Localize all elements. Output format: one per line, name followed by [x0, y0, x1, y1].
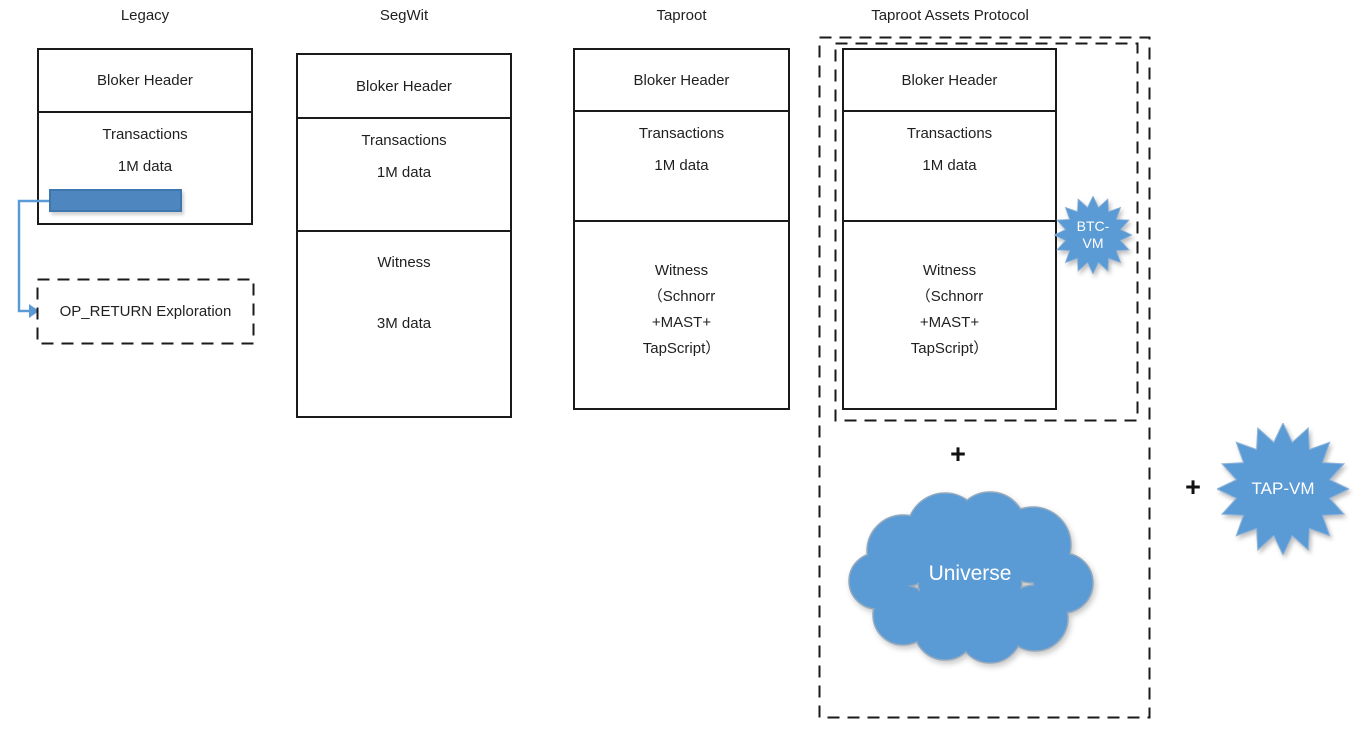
column-title-taproot: Taproot: [656, 7, 707, 24]
segwit-transactions-section: Transactions 1M data: [298, 119, 510, 232]
plus-sign-tap-vm: +: [1185, 472, 1201, 502]
op-return-box: OP_RETURN Exploration: [36, 278, 255, 345]
starburst-icon: [1217, 423, 1349, 555]
segwit-transactions-label: Transactions: [361, 132, 447, 149]
taproot-transactions-label: Transactions: [638, 125, 725, 142]
universe-label: Universe: [928, 562, 1012, 585]
tap-transactions-size: 1M data: [922, 157, 977, 174]
tap-transactions-label: Transactions: [906, 125, 993, 142]
segwit-block-header-section: Bloker Header: [298, 55, 510, 119]
op-return-box-dashed-border: [36, 278, 255, 345]
segwit-witness-size: 3M data: [376, 315, 432, 332]
segwit-block: Bloker Header Transactions 1M data Witne…: [296, 53, 512, 418]
segwit-transactions-size: 1M data: [376, 164, 432, 181]
tap-vm-starburst: TAP-VM: [1217, 423, 1349, 555]
universe-cloud: Universe: [845, 483, 1095, 665]
taproot-transactions-size: 1M data: [654, 157, 709, 174]
segwit-witness-section: Witness 3M data: [298, 232, 510, 416]
btc-vm-starburst: BTC- VM: [1054, 196, 1132, 274]
tap-outer-dashed-boundary: [818, 36, 1151, 719]
plus-sign-universe: +: [950, 439, 966, 469]
tap-witness-section: Witness （Schnorr +MAST+ TapScript）: [844, 222, 1055, 408]
tap-witness-line3: +MAST+: [919, 314, 980, 331]
segwit-witness-label: Witness: [377, 254, 431, 271]
taproot-witness-line1: Witness: [654, 262, 709, 279]
tap-block-header-label: Bloker Header: [901, 71, 998, 89]
tap-transactions-section: Transactions 1M data: [844, 112, 1055, 222]
legacy-block-header-section: Bloker Header: [39, 50, 251, 113]
taproot-transactions-section: Transactions 1M data: [575, 112, 788, 222]
tap-block-header-section: Bloker Header: [844, 50, 1055, 112]
taproot-witness-section: Witness （Schnorr +MAST+ TapScript）: [575, 222, 788, 408]
op-return-arrow-connector: [17, 199, 49, 318]
tap-block: Bloker Header Transactions 1M data Witne…: [842, 48, 1057, 410]
tap-witness-line1: Witness: [922, 262, 977, 279]
taproot-witness-line4: TapScript）: [642, 340, 721, 357]
btc-vm-label-line2: VM: [1082, 235, 1104, 251]
segwit-block-header-label: Bloker Header: [356, 77, 452, 95]
column-title-tap-protocol: Taproot Assets Protocol: [871, 7, 1029, 24]
legacy-block-header-label: Bloker Header: [97, 72, 193, 89]
tap-inner-dashed-boundary: [834, 42, 1139, 422]
taproot-block: Bloker Header Transactions 1M data Witne…: [573, 48, 790, 410]
btc-vm-label-line1: BTC-: [1076, 218, 1110, 234]
taproot-block-header-label: Bloker Header: [633, 71, 730, 89]
op-return-data-bar: [49, 189, 182, 212]
starburst-icon: [1054, 196, 1132, 274]
btc-vm-label: BTC- VM: [1054, 196, 1132, 274]
taproot-witness-line3: +MAST+: [651, 314, 712, 331]
op-return-label: OP_RETURN Exploration: [59, 303, 232, 320]
tap-witness-line2: （Schnorr: [915, 288, 984, 305]
taproot-block-header-section: Bloker Header: [575, 50, 788, 112]
column-title-segwit: SegWit: [379, 7, 429, 24]
tap-witness-line4: TapScript）: [910, 340, 989, 357]
legacy-transactions-size: 1M data: [117, 158, 173, 175]
cloud-icon: [848, 491, 1094, 664]
legacy-transactions-label: Transactions: [102, 126, 188, 143]
legacy-transactions-section: Transactions 1M data: [39, 113, 251, 223]
taproot-witness-line2: （Schnorr: [647, 288, 716, 305]
column-title-legacy: Legacy: [120, 7, 170, 24]
tap-vm-label: TAP-VM: [1251, 479, 1315, 498]
